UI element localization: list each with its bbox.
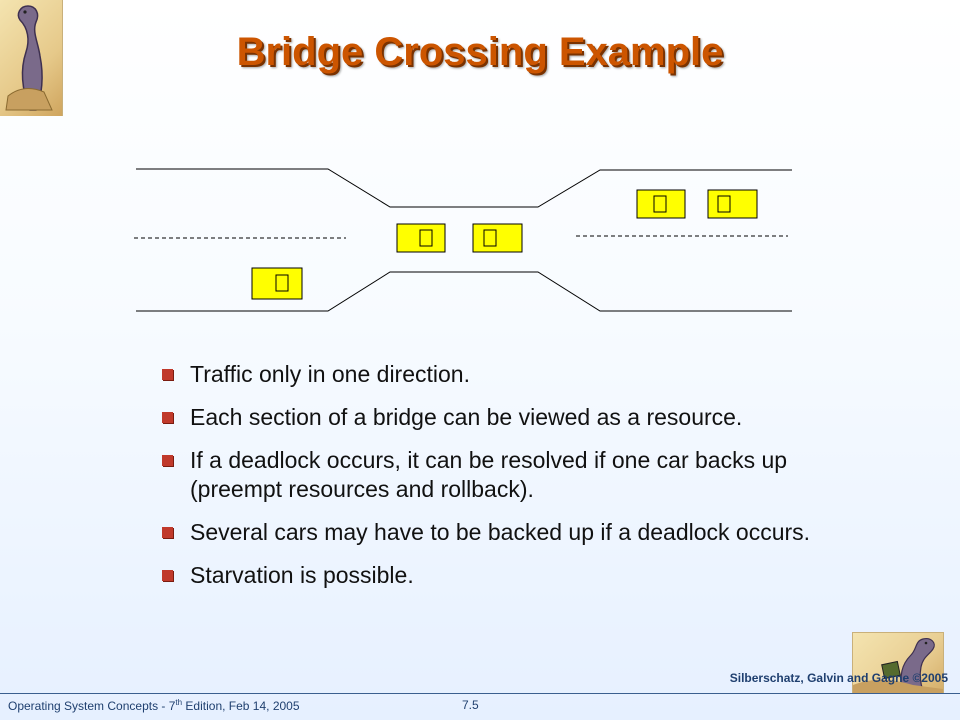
list-item: Each section of a bridge can be viewed a… xyxy=(160,403,840,432)
footer-authors: Silberschatz, Galvin and Gagne ©2005 xyxy=(729,671,948,685)
slide-title: Bridge Crossing Example xyxy=(236,30,724,74)
list-item: Starvation is possible. xyxy=(160,561,840,590)
bullet-list: Traffic only in one direction. Each sect… xyxy=(160,360,840,604)
footer-book-prefix: Operating System Concepts - 7 xyxy=(8,699,176,713)
dinosaur-logo-icon xyxy=(0,0,63,116)
bullet-marker-icon xyxy=(162,570,173,581)
bullet-marker-icon xyxy=(162,455,173,466)
bullet-text: Each section of a bridge can be viewed a… xyxy=(190,404,743,430)
car-icon xyxy=(251,267,303,300)
bullet-text: Starvation is possible. xyxy=(190,562,414,588)
footer-book-suffix: Edition, Feb 14, 2005 xyxy=(182,699,300,713)
footer-book-sup: th xyxy=(175,698,183,707)
bullet-marker-icon xyxy=(162,527,173,538)
list-item: Several cars may have to be backed up if… xyxy=(160,518,840,547)
bullet-marker-icon xyxy=(162,369,173,380)
car-icon xyxy=(472,223,523,253)
bullet-text: Traffic only in one direction. xyxy=(190,361,470,387)
dinosaur-logo-icon xyxy=(852,632,944,694)
car-icon xyxy=(396,223,446,253)
bridge-lower-edge xyxy=(136,271,792,312)
footer-book-info: Operating System Concepts - 7th Edition,… xyxy=(8,698,300,713)
slide-footer: Operating System Concepts - 7th Edition,… xyxy=(0,671,960,721)
list-item: If a deadlock occurs, it can be resolved… xyxy=(160,446,840,504)
bullet-text: Several cars may have to be backed up if… xyxy=(190,519,811,545)
car-icon xyxy=(707,189,758,219)
bullet-marker-icon xyxy=(162,412,173,423)
bridge-upper-edge xyxy=(136,168,792,208)
page-number: 7.5 xyxy=(462,698,479,712)
car-icon xyxy=(636,189,686,219)
bullet-text: If a deadlock occurs, it can be resolved… xyxy=(190,447,788,502)
list-item: Traffic only in one direction. xyxy=(160,360,840,389)
